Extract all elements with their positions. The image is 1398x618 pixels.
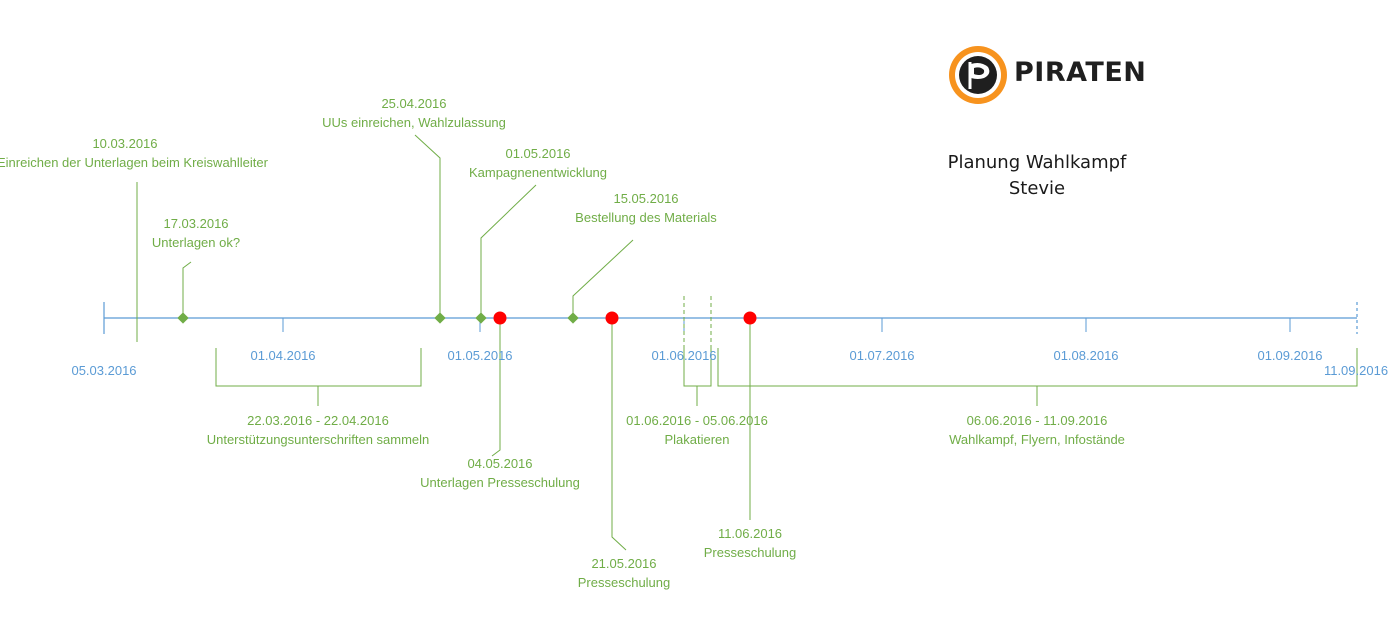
range-label: 01.06.2016 - 05.06.2016 Plakatieren (626, 411, 768, 449)
range-text: Plakatieren (664, 432, 730, 447)
milestone-label: 10.03.2016 Einreichen der Unterlagen bei… (0, 134, 268, 172)
event-text: Presseschulung (577, 575, 671, 590)
milestone-label: 15.05.2016 Bestellung des Materials (575, 189, 717, 227)
event-dot (493, 311, 507, 325)
event-dot (605, 311, 619, 325)
range-dates: 22.03.2016 - 22.04.2016 (247, 413, 389, 428)
milestone-text: Einreichen der Unterlagen beim Kreiswahl… (0, 155, 268, 170)
range-text: Wahlkampf, Flyern, Infostände (949, 432, 1125, 447)
axis-tick-label: 01.05.2016 (447, 348, 513, 363)
event-connector (611, 318, 627, 551)
milestone-text: Kampagnenentwicklung (468, 165, 608, 180)
piraten-logo: PIRATEN (948, 45, 1146, 107)
milestone-date: 01.05.2016 (505, 146, 571, 161)
range-label: 06.06.2016 - 11.09.2016 Wahlkampf, Flyer… (949, 411, 1125, 449)
milestone-diamond (567, 312, 579, 324)
milestone-label: 25.04.2016 UUs einreichen, Wahlzulassung (322, 94, 506, 132)
milestone-connector (182, 261, 192, 318)
event-connector (491, 318, 501, 457)
milestone-label: 01.05.2016 Kampagnenentwicklung (469, 144, 607, 182)
range-bracket (215, 348, 422, 387)
event-text: Unterlagen Presseschulung (420, 475, 580, 490)
event-label: 04.05.2016 Unterlagen Presseschulung (420, 454, 580, 492)
title-line-2: Stevie (1008, 178, 1066, 199)
title-line-1: Planung Wahlkampf (947, 152, 1127, 173)
diagram-title: Planung Wahlkampf Stevie (948, 150, 1127, 202)
milestone-text: Unterlagen ok? (151, 235, 241, 250)
event-text: Presseschulung (703, 545, 797, 560)
axis-tick-label: 01.07.2016 (849, 348, 915, 363)
event-date: 11.06.2016 (717, 526, 783, 541)
milestone-connector (480, 184, 537, 318)
milestone-diamond (475, 312, 487, 324)
milestone-date: 17.03.2016 (163, 216, 229, 231)
milestone-label: 17.03.2016 Unterlagen ok? (152, 214, 240, 252)
milestone-date: 10.03.2016 (92, 136, 158, 151)
range-text: Unterstützungsunterschriften sammeln (206, 432, 430, 447)
range-dates: 01.06.2016 - 05.06.2016 (626, 413, 768, 428)
milestone-text: Bestellung des Materials (575, 210, 717, 225)
event-label: 11.06.2016 Presseschulung (704, 524, 797, 562)
event-dot (743, 311, 757, 325)
axis-end-label: 11.09.2016 (1323, 363, 1389, 378)
axis-tick-label: 01.09.2016 (1257, 348, 1323, 363)
axis-tick-label: 01.04.2016 (250, 348, 316, 363)
milestone-connector (572, 239, 634, 318)
range-label: 22.03.2016 - 22.04.2016 Unterstützungsun… (207, 411, 430, 449)
milestone-diamond (177, 312, 189, 324)
axis-tick-label: 01.06.2016 (651, 348, 717, 363)
axis-tick-label: 01.08.2016 (1053, 348, 1119, 363)
event-date: 04.05.2016 (467, 456, 533, 471)
event-label: 21.05.2016 Presseschulung (578, 554, 671, 592)
range-dates: 06.06.2016 - 11.09.2016 (966, 413, 1108, 428)
axis-start-label: 05.03.2016 (71, 363, 137, 378)
pirate-flag-icon (949, 46, 1007, 104)
milestone-diamond (434, 312, 446, 324)
event-date: 21.05.2016 (591, 556, 657, 571)
milestone-date: 25.04.2016 (381, 96, 447, 111)
milestone-connector (414, 134, 441, 318)
logo-wordmark: PIRATEN (1014, 57, 1147, 88)
milestone-date: 15.05.2016 (613, 191, 679, 206)
milestone-text: UUs einreichen, Wahlzulassung (322, 115, 506, 130)
